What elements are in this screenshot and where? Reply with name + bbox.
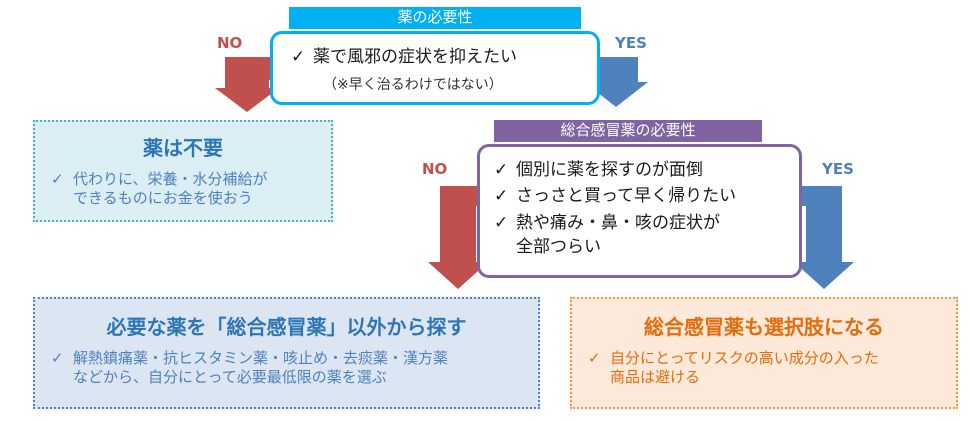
middle-item-3: ✓熱や痛み・鼻・咳の症状が 全部つらい [494,213,720,257]
bottom-left-result-box: 必要な薬を「総合感冒薬」以外から探す ✓解熱鎮痛薬・抗ヒスタミン薬・咳止め・去痰… [33,297,540,409]
no-label-1: NO [217,34,243,52]
left-result-box: 薬は不要 ✓代わりに、栄養・水分補給が できるものにお金を使おう [33,120,333,222]
bottom-right-title: 総合感冒薬も選択肢になる [644,315,884,339]
check-icon: ✓ [51,170,64,188]
yes-arrow-2 [794,186,854,289]
left-title: 薬は不要 [143,136,223,160]
check-icon: ✓ [494,186,509,206]
middle-question: 総合感冒薬の必要性 ✓個別に薬を探すのが面倒 ✓さっさと買って早く帰りたい ✓熱… [477,120,802,278]
left-item: ✓代わりに、栄養・水分補給が できるものにお金を使おう [51,170,268,207]
check-icon: ✓ [291,47,306,67]
no-arrow-2 [428,186,488,289]
no-label-2: NO [422,160,448,178]
top-header: 薬の必要性 [289,7,581,29]
top-note: （※早く治るわけではない） [323,77,503,93]
bottom-left-title: 必要な薬を「総合感冒薬」以外から探す [106,315,467,339]
top-question: 薬の必要性 ✓薬で風邪の症状を抑えたい （※早く治るわけではない） [270,7,600,105]
yes-label-1: YES [615,34,647,52]
check-icon: ✓ [494,160,509,180]
yes-arrow-1 [584,57,648,107]
bottom-left-item: ✓解熱鎮痛薬・抗ヒスタミン薬・咳止め・去痰薬・漢方薬 などから、自分にとって必要… [51,349,449,386]
bottom-right-item: ✓自分にとってリスクの高い成分の入った 商品は避ける [588,349,879,386]
middle-header: 総合感冒薬の必要性 [494,120,762,142]
check-icon: ✓ [588,349,601,367]
no-arrow-1 [215,57,279,112]
middle-item-2: ✓さっさと買って早く帰りたい [494,186,737,206]
check-icon: ✓ [51,349,64,367]
yes-label-2: YES [822,160,854,178]
check-icon: ✓ [494,213,509,233]
middle-item-1: ✓個別に薬を探すのが面倒 [494,160,703,180]
middle-box: ✓個別に薬を探すのが面倒 ✓さっさと買って早く帰りたい ✓熱や痛み・鼻・咳の症状… [477,144,802,278]
top-box: ✓薬で風邪の症状を抑えたい （※早く治るわけではない） [270,31,600,105]
bottom-right-result-box: 総合感冒薬も選択肢になる ✓自分にとってリスクの高い成分の入った 商品は避ける [570,297,958,409]
top-item: ✓薬で風邪の症状を抑えたい [291,47,517,67]
